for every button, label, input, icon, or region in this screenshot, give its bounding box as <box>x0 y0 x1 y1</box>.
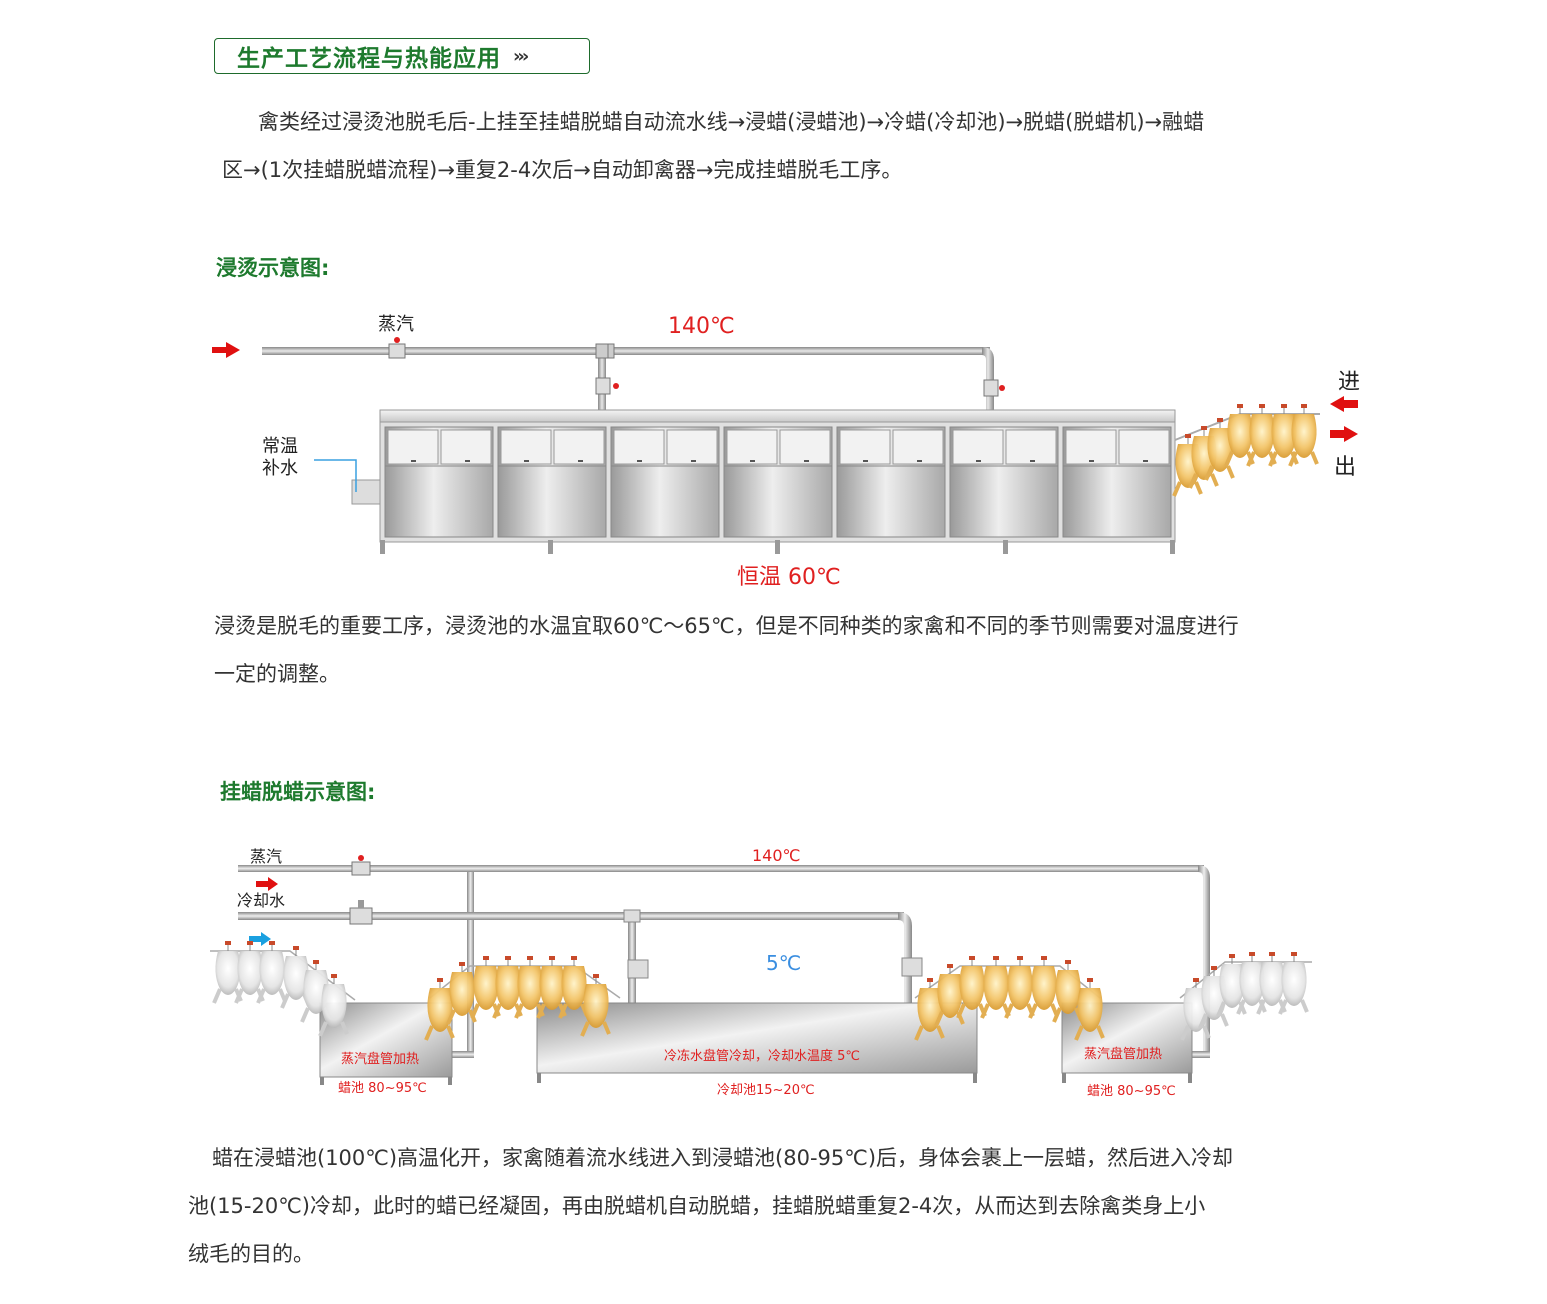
section-title: 生产工艺流程与热能应用 <box>237 46 501 72</box>
scald-description: 浸烫是脱毛的重要工序，浸烫池的水温宜取60℃～65℃，但是不同种类的家禽和不同的… <box>214 602 1374 698</box>
bird-icon <box>914 978 945 1041</box>
cooling-valve-icon <box>349 900 373 925</box>
mid-tank-inner-label: 冷冻水盘管冷却，冷却水温度 5℃ <box>664 1048 860 1064</box>
scald-tank <box>314 409 1176 554</box>
wax-desc-line-2: 池(15-20℃)冷却，此时的蜡已经凝固，再由脱蜡机自动脱蜡，挂蜡脱蜡重复2-4… <box>188 1194 1206 1218</box>
right-tank-caption: 蜡池 80~95℃ <box>1087 1084 1176 1099</box>
scald-tank-module <box>836 426 946 538</box>
mid-tank-caption: 冷却池15~20℃ <box>717 1083 815 1098</box>
bird-icon <box>980 956 1011 1019</box>
intro-line-1: 禽类经过浸烫池脱毛后-上挂至挂蜡脱蜡自动流水线→浸蜡(浸蜡池)→冷蜡(冷却池)→… <box>258 110 1205 134</box>
in-label: 进 <box>1338 370 1360 395</box>
out-label: 出 <box>1334 455 1356 480</box>
bird-icon <box>318 974 349 1037</box>
wax-heading: 挂蜡脱蜡示意图: <box>220 780 376 804</box>
wax-conveyor <box>210 941 1312 1041</box>
steam-temp-label: 140℃ <box>668 314 735 339</box>
scald-desc-line-1: 浸烫是脱毛的重要工序，浸烫池的水温宜取60℃～65℃，但是不同种类的家禽和不同的… <box>214 614 1239 638</box>
wax-desc-line-1: 蜡在浸蜡池(100℃)高温化开，家禽随着流水线进入到浸蜡池(80-95℃)后，身… <box>212 1146 1234 1170</box>
bird-icon <box>1278 952 1309 1015</box>
bird-icon <box>1074 978 1105 1041</box>
steam-inlet-arrow-icon <box>212 342 240 358</box>
left-tank-inner-label: 蒸汽盘管加热 <box>341 1051 419 1067</box>
bird-icon <box>934 964 965 1027</box>
cooling-water-label: 冷却水 <box>237 891 285 910</box>
steam-valve-icon <box>388 337 406 359</box>
steam-label: 蒸汽 <box>378 314 414 335</box>
bird-icon <box>234 941 265 1004</box>
bird-icon <box>1288 404 1319 467</box>
cool-temp-label: 5℃ <box>766 951 801 975</box>
bird-icon <box>1246 404 1277 467</box>
tank-temp-label: 恒温 60℃ <box>737 565 841 590</box>
scald-tank-module <box>497 426 607 538</box>
bird-icon <box>580 974 611 1037</box>
bird-icon <box>256 941 287 1004</box>
right-tank-inner-label: 蒸汽盘管加热 <box>1084 1046 1162 1062</box>
water-label-1: 常温 <box>262 436 298 457</box>
scald-diagram: 蒸汽 140℃ 常温 补水 进 出 恒温 60℃ <box>212 314 1360 590</box>
bird-icon <box>1224 404 1255 467</box>
wax-diagram: 蒸汽 冷却水 140℃ 5℃ 蒸汽盘 <box>210 846 1312 1099</box>
intro-paragraph: 禽类经过浸烫池脱毛后-上挂至挂蜡脱蜡自动流水线→浸蜡(浸蜡池)→冷蜡(冷却池)→… <box>214 98 1354 194</box>
scald-tank-module <box>610 426 720 538</box>
intro-line-2: 区→(1次挂蜡脱蜡流程)→重复2-4次后→自动卸禽器→完成挂蜡脱毛工序。 <box>222 158 903 182</box>
scald-tank-module <box>723 426 833 538</box>
bird-icon <box>446 962 477 1025</box>
out-arrow-icon <box>1330 426 1358 442</box>
triple-chevron-icon: ››› <box>513 45 529 67</box>
scald-tank-module <box>949 426 1059 538</box>
scald-heading: 浸烫示意图: <box>216 256 330 280</box>
mid-cooling-tank <box>536 1002 978 1083</box>
wax-description: 蜡在浸蜡池(100℃)高温化开，家禽随着流水线进入到浸蜡池(80-95℃)后，身… <box>188 1134 1368 1278</box>
bird-icon <box>1052 960 1083 1023</box>
left-tank-caption: 蜡池 80~95℃ <box>338 1081 427 1096</box>
wax-steam-label: 蒸汽 <box>250 847 282 866</box>
water-label-2: 补水 <box>262 458 298 479</box>
wax-steam-arrow-icon <box>256 877 278 891</box>
in-arrow-icon <box>1330 396 1358 412</box>
steam-pipe <box>262 347 990 355</box>
wax-desc-line-3: 绒毛的目的。 <box>188 1242 314 1266</box>
scald-conveyor <box>1172 404 1320 497</box>
wax-steam-temp-label: 140℃ <box>752 846 801 865</box>
scald-desc-line-2: 一定的调整。 <box>214 662 340 686</box>
section-title-box: 生产工艺流程与热能应用 ››› <box>214 38 590 74</box>
bird-icon <box>558 956 589 1019</box>
bird-icon <box>470 956 501 1019</box>
bird-icon <box>956 956 987 1019</box>
scald-tank-module <box>1062 426 1172 538</box>
cooling-water-arrow-icon <box>249 932 271 946</box>
wax-steam-valve-icon <box>351 855 371 876</box>
bird-icon <box>1268 404 1299 467</box>
bird-icon <box>424 978 455 1041</box>
scald-tank-module <box>384 426 494 538</box>
